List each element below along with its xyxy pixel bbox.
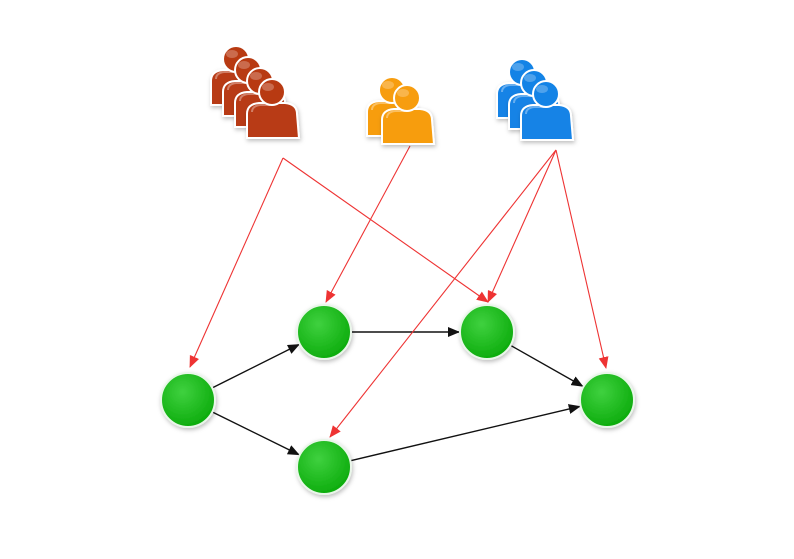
edge-n4-n6 [511, 345, 584, 387]
edges-layer [212, 327, 584, 462]
edge-n1-n3 [212, 411, 300, 456]
assignment-blue-n3 [329, 149, 557, 438]
group-brown-user-group-icon[interactable] [210, 45, 301, 139]
edge-n3-n6 [351, 404, 581, 462]
assignment-brown-n1 [189, 157, 284, 368]
node-circle [296, 304, 352, 360]
node-circle [579, 372, 635, 428]
assignment-blue-n4 [487, 149, 557, 303]
node-n1[interactable] [160, 372, 216, 428]
node-circle [296, 439, 352, 495]
group-blue-user-group-icon[interactable] [496, 58, 575, 141]
assignment-brown-n4 [282, 157, 489, 303]
node-n6[interactable] [579, 372, 635, 428]
person-icon [246, 78, 301, 139]
group-orange-user-group-icon[interactable] [366, 76, 436, 145]
assignment-orange-n2 [325, 145, 411, 303]
assignments-layer [189, 145, 609, 438]
node-circle [160, 372, 216, 428]
person-icon [381, 84, 436, 145]
node-circle [459, 304, 515, 360]
edge-n1-n2 [212, 343, 300, 389]
node-n3[interactable] [296, 439, 352, 495]
assignment-blue-n6 [555, 149, 609, 369]
node-n4[interactable] [459, 304, 515, 360]
groups-layer [210, 45, 575, 145]
person-icon [520, 80, 575, 141]
node-n2[interactable] [296, 304, 352, 360]
nodes-layer [160, 304, 635, 495]
